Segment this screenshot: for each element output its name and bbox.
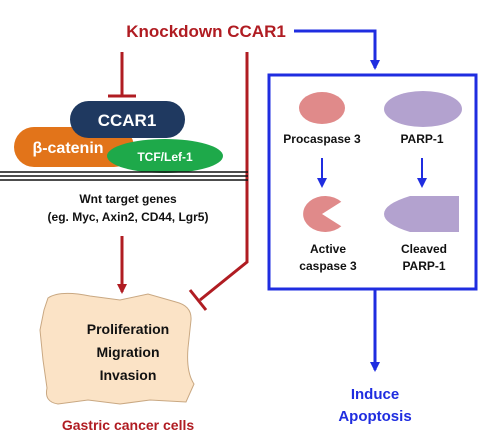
wnt-target-label: Wnt target genes	[79, 192, 177, 206]
procaspase-label: Procaspase 3	[283, 132, 361, 146]
proliferation-label: Proliferation	[87, 321, 169, 337]
cleaved-label-1: Cleaved	[401, 242, 447, 256]
ccar1-shape	[70, 101, 185, 138]
cleaved-label-2: PARP-1	[402, 259, 445, 273]
ccar1-label: CCAR1	[98, 111, 157, 130]
migration-label: Migration	[97, 344, 160, 360]
active-label-2: caspase 3	[299, 259, 357, 273]
parp1-label: PARP-1	[400, 132, 443, 146]
induce-label: Induce	[351, 386, 399, 403]
beta-catenin-label: β-catenin	[32, 140, 103, 157]
gastric-cell-shape	[39, 292, 195, 405]
procaspase-shape	[299, 92, 345, 124]
blue-arrow-to-box	[294, 29, 380, 70]
active-caspase-shape	[303, 196, 342, 233]
tcf-lef-label: TCF/Lef-1	[137, 150, 193, 164]
apoptosis-box	[267, 73, 478, 291]
gastric-label: Gastric cancer cells	[62, 417, 195, 433]
parp1-shape	[384, 91, 462, 127]
inhibit-line-proliferation	[199, 52, 249, 302]
tcf-lef-shape	[107, 139, 223, 173]
invasion-label: Invasion	[100, 367, 157, 383]
apoptosis-label: Apoptosis	[338, 408, 411, 425]
active-label-1: Active	[310, 242, 346, 256]
inhibit-bar-proliferation	[188, 289, 208, 311]
wnt-examples-label: (eg. Myc, Axin2, CD44, Lgr5)	[48, 210, 209, 224]
knockdown-title: Knockdown CCAR1	[126, 22, 286, 41]
cleaved-parp1-shape	[384, 196, 459, 232]
